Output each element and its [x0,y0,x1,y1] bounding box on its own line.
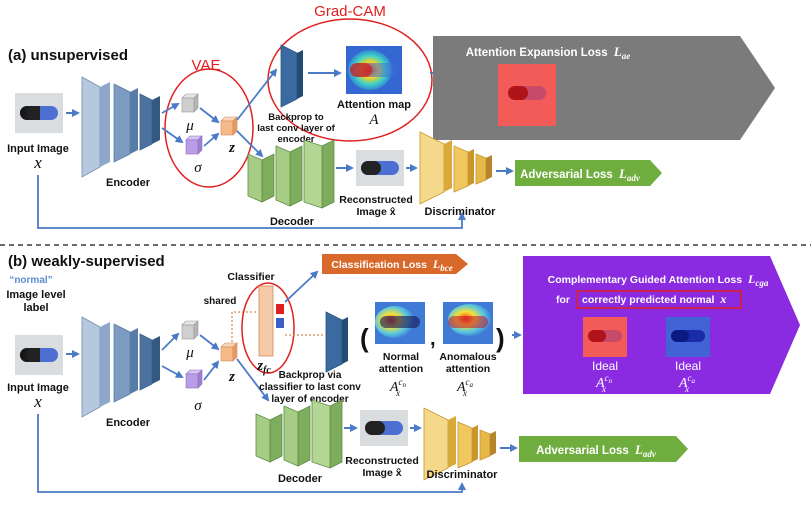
z-cube-b [220,342,238,362]
discriminator-a [419,131,492,205]
sigma-label-a: σ [194,160,202,176]
input-var-a: x [33,153,42,172]
adv-loss-text-a: Adversarial Loss Ladv [520,166,641,183]
ideal-attention-red-icon-a [498,64,556,126]
sigma-label-b: σ [194,398,202,414]
encoder-label-a: Encoder [106,177,151,189]
classifier-label: Classifier [227,271,274,283]
z-label-b: z [228,369,235,385]
cga-loss-line1: Complementary Guided Attention Loss Lcga [548,272,769,288]
discriminator-label-b: Discriminator [427,469,499,481]
comma: , [430,328,436,350]
conv-layer-block-a [280,44,303,108]
reconstructed-image-a [356,150,404,186]
reconstructed-image-b [360,410,408,446]
normal-attention-heatmap-icon [375,302,425,344]
adversarial-loss-banner-b [519,436,688,462]
mu-cube-a [181,93,199,113]
anomalous-attention-heatmap-icon [443,302,493,344]
conv-layer-block-b [325,311,348,373]
zfc-label: zfc [256,358,271,376]
sigma-cube-a [185,135,203,155]
backprop-text-b-3: layer of encoder [271,394,348,405]
discriminator-b [423,407,496,481]
vae-label: VAE [192,57,221,74]
decoder-a [247,139,335,209]
normal-attention-label-2: attention [379,363,423,375]
normal-attention-label-1: Normal [383,351,419,363]
ae-loss-text: Attention Expansion Loss Lae [466,44,631,61]
reconstructed-label-b-2: Image x̂ [362,467,401,479]
adversarial-loss-banner-a [515,160,662,186]
attention-map-label: Attention map [337,99,411,111]
discriminator-label-a: Discriminator [425,206,497,218]
image-level-label-1: Image level [6,289,65,301]
normal-quote-label: “normal” [9,275,52,286]
vae-circle [164,68,254,188]
decoder-label-a: Decoder [270,216,315,228]
image-level-label-2: label [23,302,48,314]
correctly-predicted-text: correctly predicted normal x [582,292,726,306]
section-b-title: (b) weakly-supervised [8,253,165,270]
backprop-text-a-1: Backprop to [268,112,324,123]
encoder-a [81,76,160,178]
shared-label: shared [204,296,237,307]
backprop-text-a-2: last conv layer of [257,123,335,134]
decoder-label-b: Decoder [278,473,323,485]
input-image-a [15,93,63,133]
anomalous-attention-label-2: attention [446,363,490,375]
reconstructed-label-a-2: Image x̂ [356,206,395,218]
ideal-anomalous-attention-icon [666,317,710,357]
classifier-block [258,285,284,357]
ideal-anomalous-label: Ideal [675,359,701,373]
ideal-normal-label: Ideal [592,359,618,373]
input-image-b [15,335,63,375]
paren-close: ) [496,323,505,353]
cga-for-label: for [556,294,570,306]
attention-map-var: A [368,112,379,128]
anomalous-attention-label-1: Anomalous [439,351,496,363]
input-var-b: x [33,392,42,411]
decoder-b [255,399,343,469]
input-label-a: Input Image [7,143,69,155]
ideal-normal-attention-icon [583,317,627,357]
backprop-text-b-1: Backprop via [279,370,342,381]
sigma-cube-b [185,369,203,389]
bce-loss-text: Classification Loss Lbce [331,257,452,273]
input-label-b: Input Image [7,382,69,394]
reconstructed-label-a-1: Reconstructed [339,194,413,206]
mu-label-b: μ [185,345,194,361]
attention-heatmap-icon-a [346,46,402,94]
backprop-text-a-3: encoder [278,134,315,145]
classification-loss-banner [322,254,468,274]
backprop-text-b-2: classifier to last conv [259,382,361,393]
classifier-circle [241,282,295,374]
mu-label-a: μ [185,118,194,134]
correctly-predicted-box [576,290,742,309]
encoder-b [81,316,160,418]
z-label-a: z [228,140,235,156]
paren-open: ( [360,323,369,353]
section-a-title: (a) unsupervised [8,47,128,64]
reconstructed-label-b-1: Reconstructed [345,455,419,467]
adv-loss-text-b: Adversarial Loss Ladv [536,442,657,459]
gradcam-label: Grad-CAM [314,3,386,20]
z-cube-a [220,116,238,136]
encoder-label-b: Encoder [106,417,151,429]
mu-cube-b [181,320,199,340]
